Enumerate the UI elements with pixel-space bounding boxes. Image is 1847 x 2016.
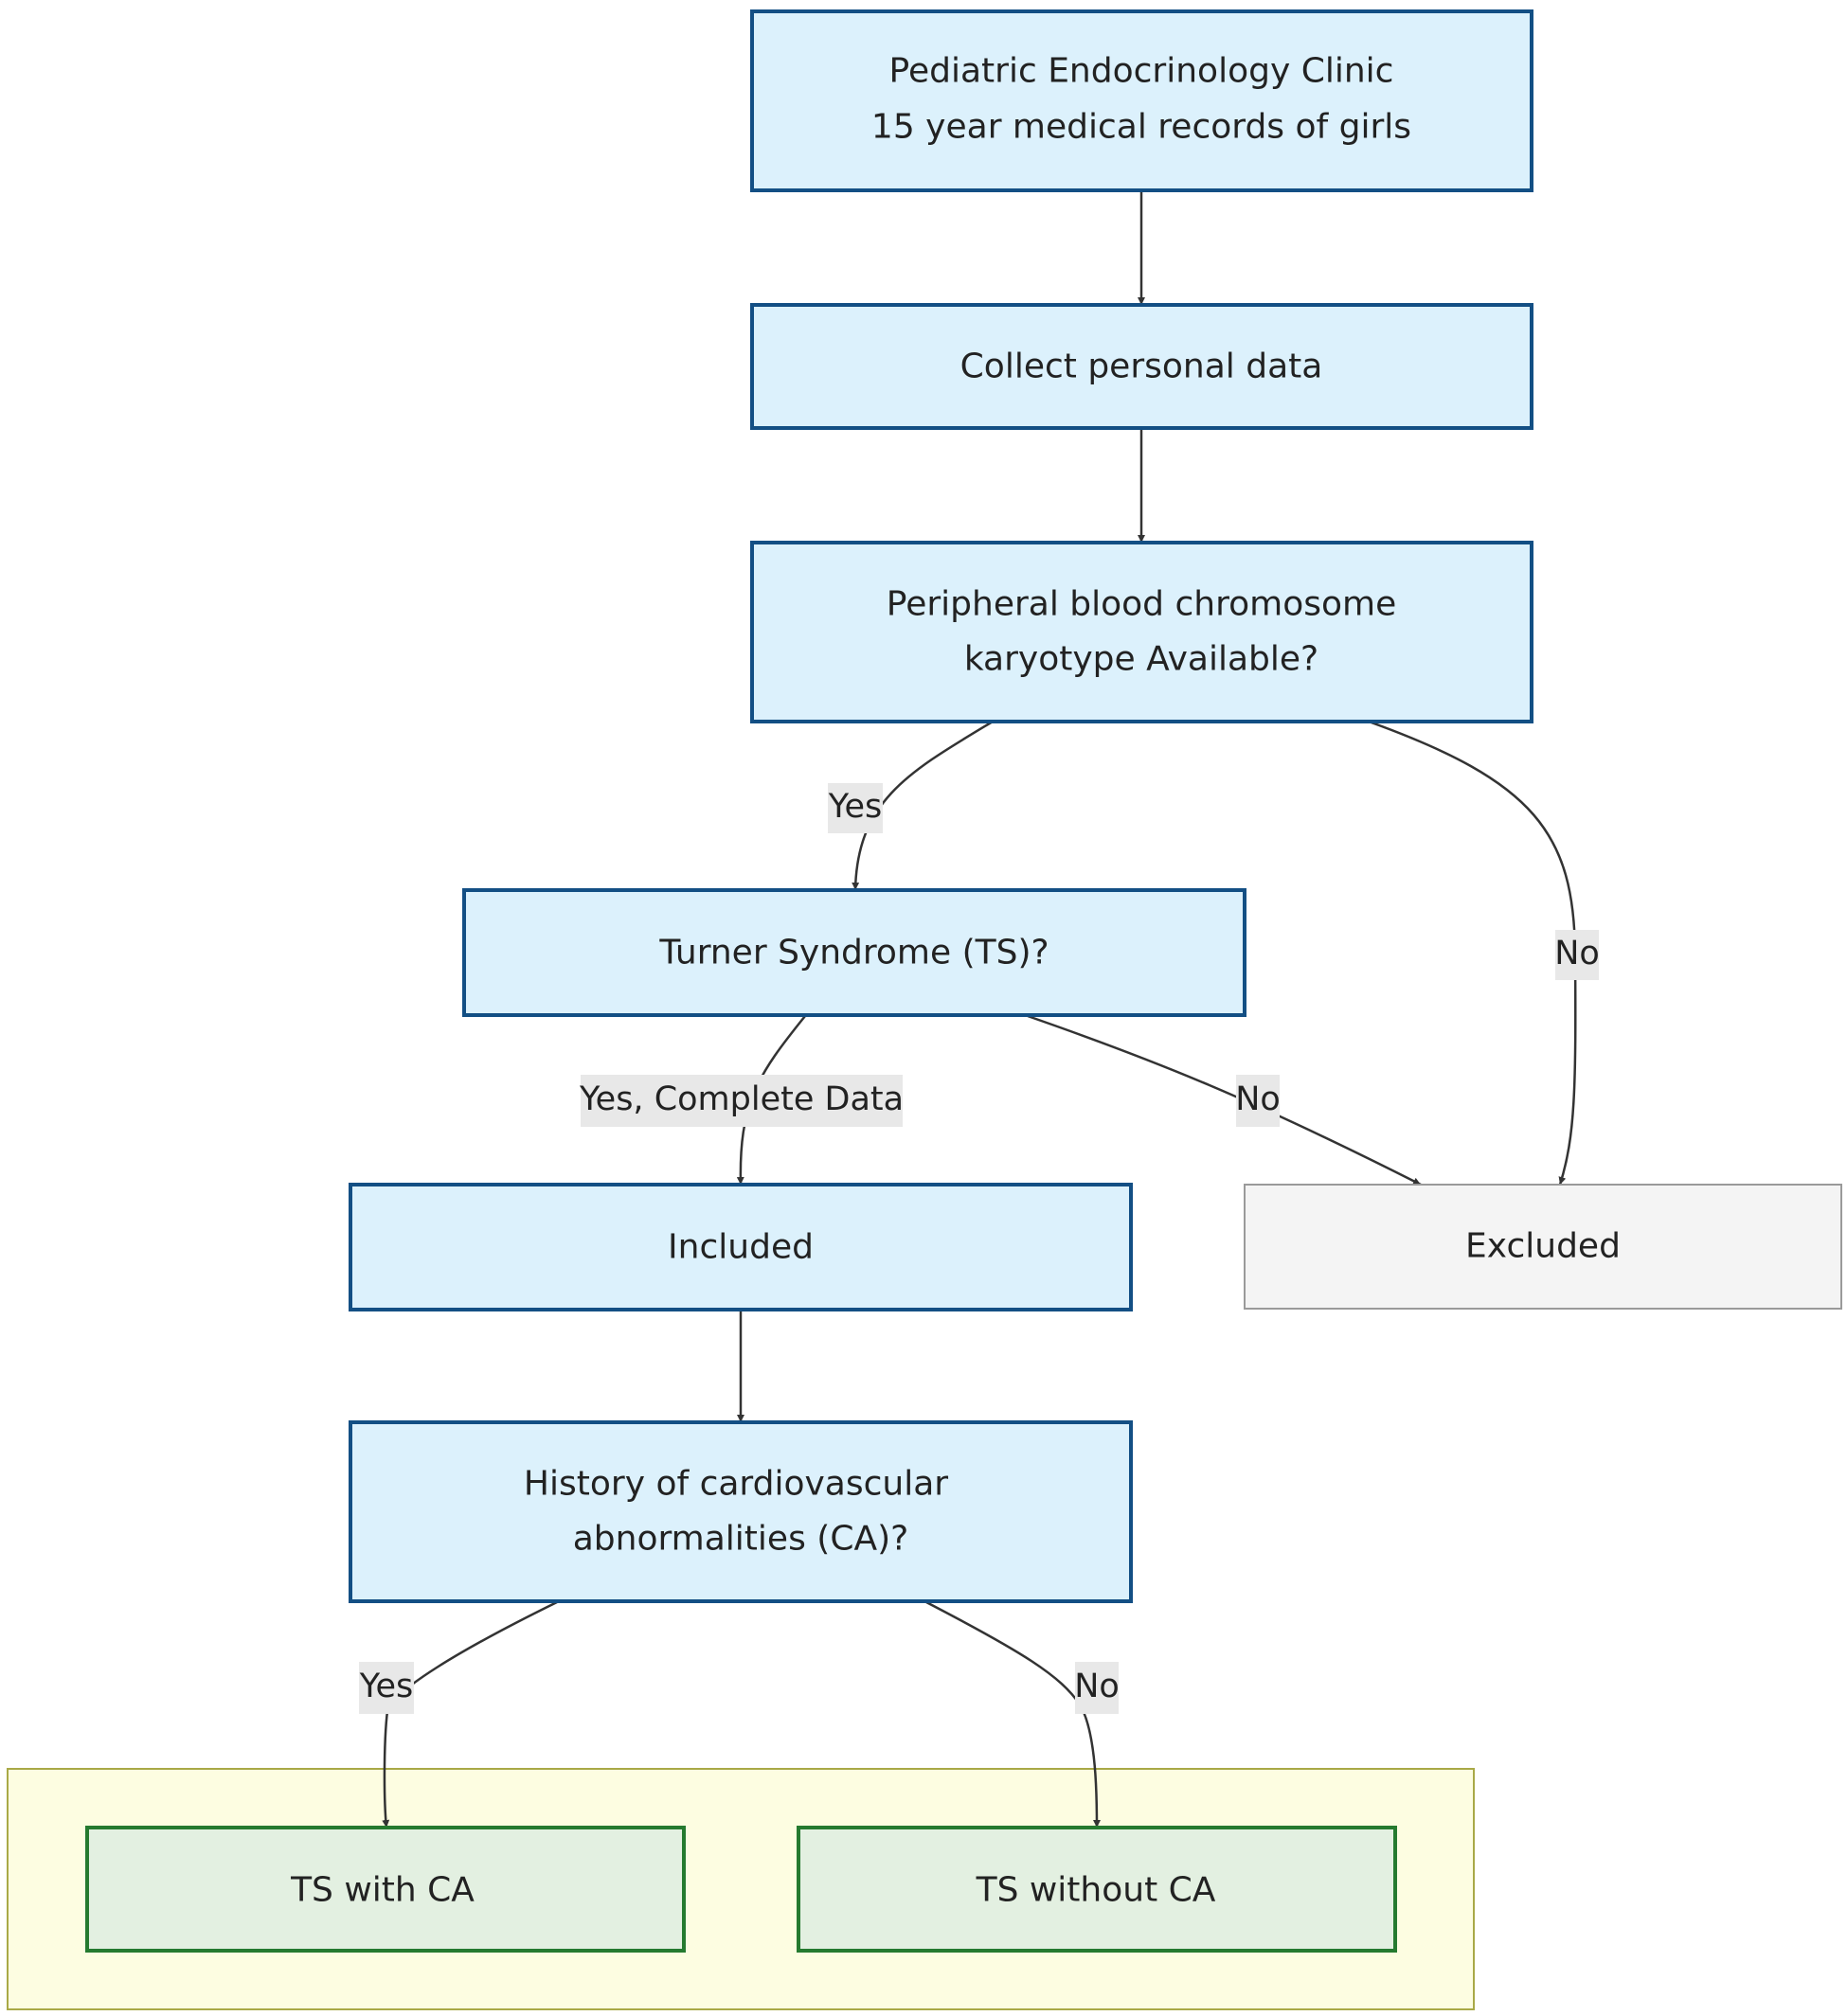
node-clinic-line2: 15 year medical records of girls — [871, 108, 1411, 147]
edge-karyotype-to-turner — [852, 720, 994, 891]
node-ts-with-ca-box — [85, 1826, 686, 1953]
edge-label-history-no: No — [1074, 1668, 1120, 1705]
node-ts-with-ca-line1: TS with CA — [290, 1871, 475, 1910]
edge-turner-to-excluded — [1027, 1014, 1422, 1186]
node-excluded: Excluded — [1244, 1184, 1842, 1310]
node-karyotype-line2: karyotype Available? — [964, 640, 1318, 679]
edge-label-turner-no-bg — [1236, 1075, 1280, 1127]
node-karyotype-box — [750, 541, 1533, 723]
node-karyotype-line1: Peripheral blood chromosome — [887, 585, 1396, 624]
node-ts-without-ca-line1: TS without CA — [976, 1871, 1216, 1910]
edge-karyotype-to-excluded — [1368, 720, 1577, 1186]
edge-label-karyotype-yes-bg — [828, 783, 883, 833]
edge-label-history-yes: Yes — [359, 1668, 414, 1705]
node-included: Included — [349, 1183, 1133, 1311]
edge-label-history-yes-bg — [359, 1662, 414, 1714]
node-collect-box — [750, 303, 1533, 430]
edge-labels: Yes No Yes, Complete Data No Yes No — [359, 783, 1600, 1714]
node-included-line1: Included — [668, 1228, 814, 1267]
edge-label-turner-yes: Yes, Complete Data — [579, 1080, 904, 1118]
node-clinic: Pediatric Endocrinology Clinic 15 year m… — [750, 9, 1533, 192]
node-turner: Turner Syndrome (TS)? — [462, 888, 1246, 1017]
node-history-box — [349, 1420, 1133, 1603]
edge-label-karyotype-no-bg — [1555, 930, 1599, 980]
node-history: History of cardiovascular abnormalities … — [349, 1420, 1133, 1603]
node-excluded-box — [1244, 1184, 1842, 1310]
edge-label-karyotype-yes: Yes — [828, 788, 883, 826]
node-history-line2: abnormalities (CA)? — [573, 1520, 908, 1559]
node-turner-line1: Turner Syndrome (TS)? — [658, 934, 1049, 972]
node-turner-box — [462, 888, 1246, 1017]
node-karyotype: Peripheral blood chromosome karyotype Av… — [750, 541, 1533, 723]
node-clinic-line1: Pediatric Endocrinology Clinic — [889, 52, 1394, 91]
edge-label-history-no-bg — [1075, 1662, 1119, 1714]
node-ts-without-ca-box — [797, 1826, 1397, 1953]
node-collect-line1: Collect personal data — [960, 348, 1323, 386]
edge-label-turner-yes-bg — [581, 1075, 903, 1127]
edge-label-turner-no: No — [1235, 1080, 1281, 1118]
edge-label-karyotype-no: No — [1554, 935, 1600, 972]
node-history-line1: History of cardiovascular — [524, 1465, 948, 1504]
node-clinic-box — [750, 9, 1533, 192]
node-ts-without-ca: TS without CA — [797, 1826, 1397, 1953]
node-excluded-line1: Excluded — [1465, 1227, 1621, 1266]
node-collect: Collect personal data — [750, 303, 1533, 430]
node-ts-with-ca: TS with CA — [85, 1826, 686, 1953]
node-included-box — [349, 1183, 1133, 1311]
